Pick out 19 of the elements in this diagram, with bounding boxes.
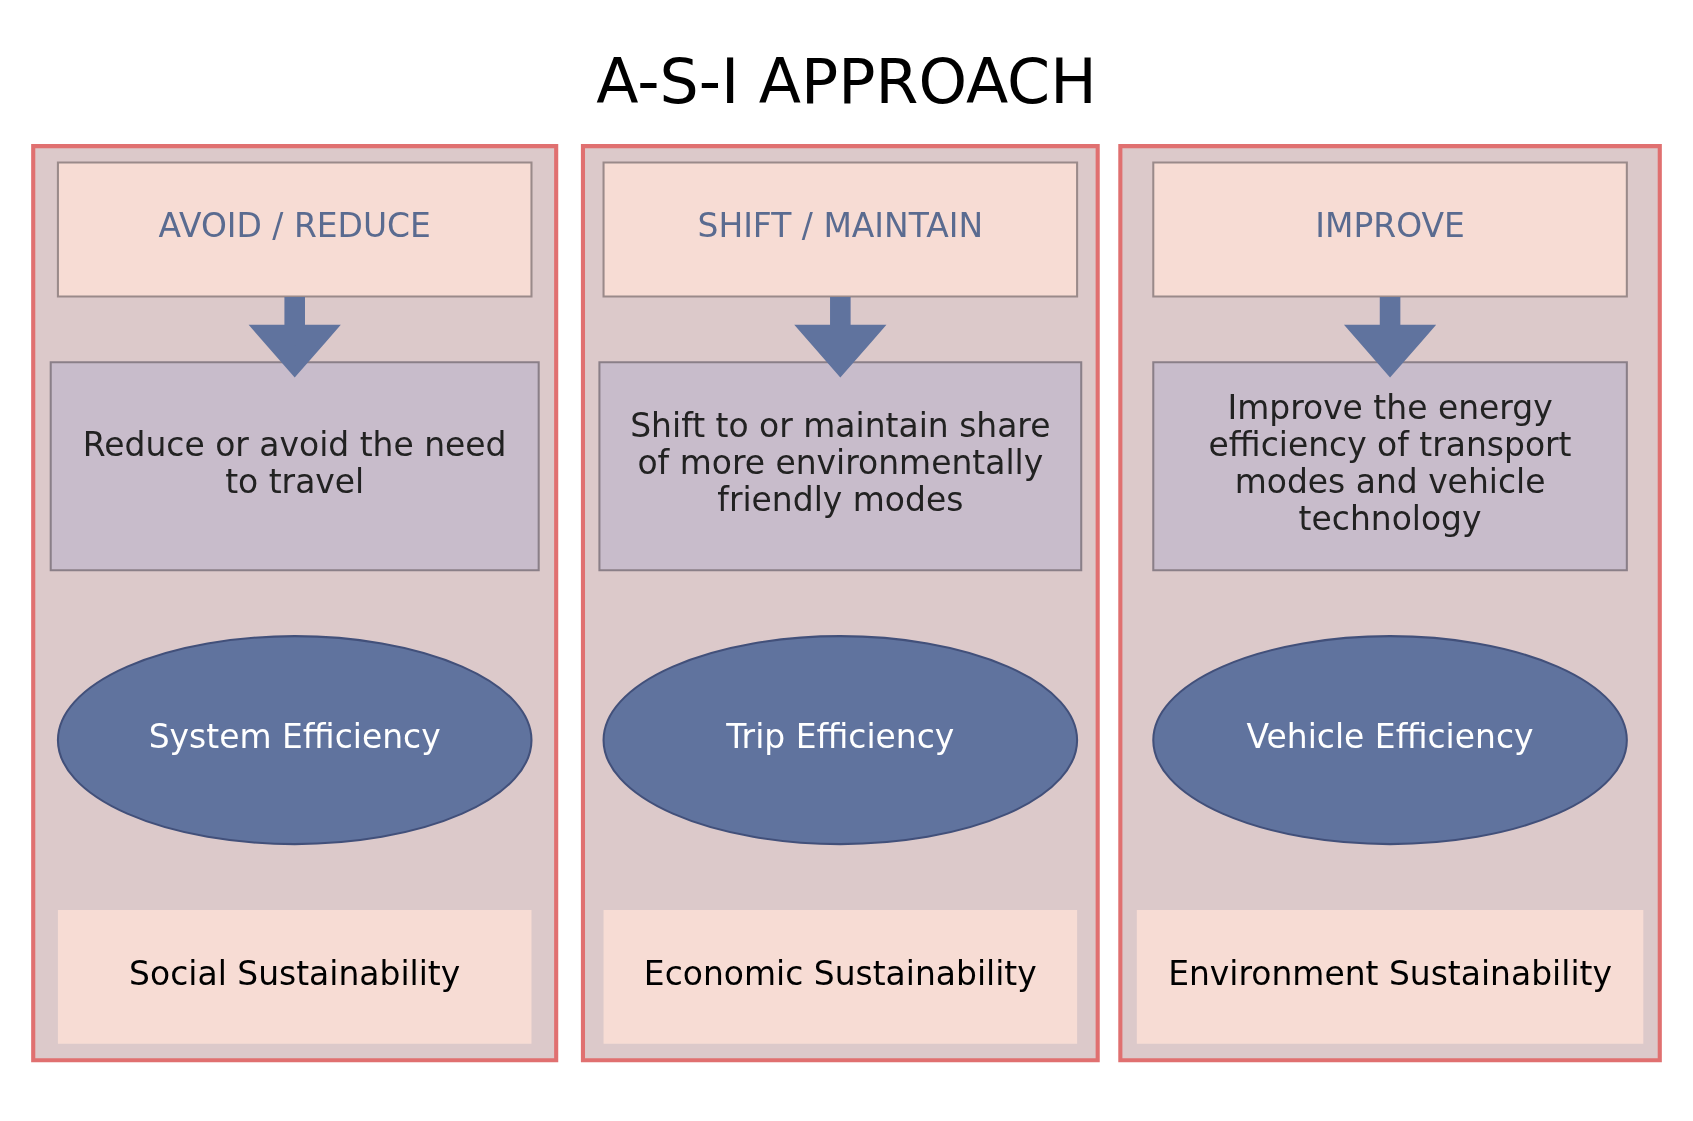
cluster xyxy=(1118,143,1662,1062)
node-box: Economic Sustainability xyxy=(603,909,1078,1044)
arrow xyxy=(1343,296,1437,377)
node-box: SHIFT / MAINTAIN xyxy=(602,161,1079,297)
node-ellipse: Trip Efficiency xyxy=(602,634,1079,845)
cluster xyxy=(31,143,559,1062)
node-box: Reduce or avoid the need to travel xyxy=(49,360,540,571)
cluster xyxy=(580,143,1100,1062)
node-ellipse: System Efficiency xyxy=(56,634,533,845)
arrow xyxy=(794,296,887,377)
diagram-title: A-S-I APPROACH xyxy=(596,45,1097,118)
node-box: AVOID / REDUCE xyxy=(56,161,533,297)
node-box: Shift to or maintain share of more environmentally friendly modes xyxy=(598,360,1083,571)
node-box: Improve the energy efficiency of transport modes and vehicle technology xyxy=(1152,360,1628,571)
node-box: Environment Sustainability xyxy=(1136,909,1644,1044)
node-box: Social Sustainability xyxy=(57,909,532,1044)
node-ellipse: Vehicle Efficiency xyxy=(1152,634,1628,845)
arrow xyxy=(248,296,341,377)
node-box: IMPROVE xyxy=(1152,161,1628,297)
